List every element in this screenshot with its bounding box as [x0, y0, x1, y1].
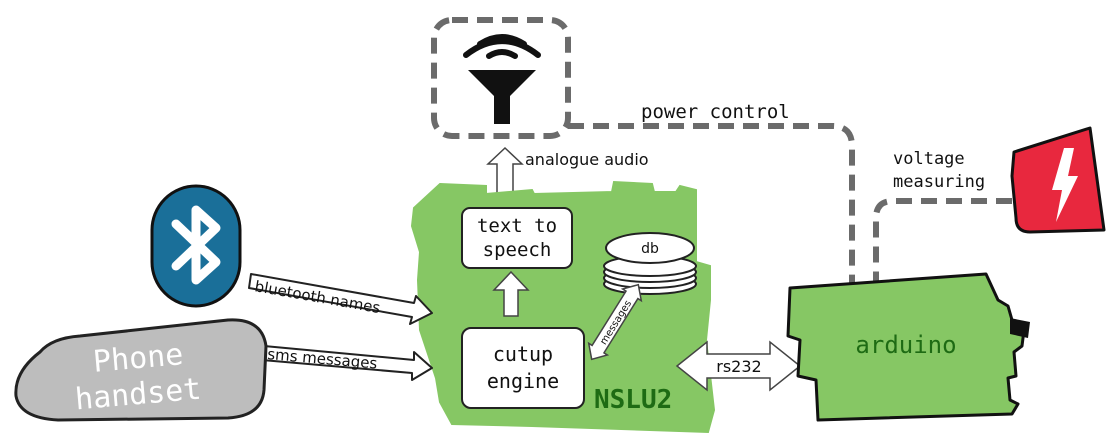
speaker-icon: [463, 34, 541, 124]
arduino-connector: [1010, 318, 1030, 338]
bluetooth-badge: [150, 184, 242, 308]
voltage-measuring-line: [873, 198, 1012, 286]
voltage-measuring-label-line2: measuring: [893, 172, 985, 192]
phone-handset: [14, 318, 268, 422]
phone-handset-label-line1: Phone: [92, 337, 185, 380]
power-source: [1010, 126, 1106, 234]
bluetooth-icon: [171, 205, 221, 285]
lightning-icon: [1052, 148, 1078, 222]
cutup-engine-label-line2: engine: [487, 369, 559, 393]
power-control-label: power control: [641, 101, 790, 123]
sms-messages-arrow: [261, 345, 433, 381]
db-stack: [603, 232, 697, 295]
cutup-engine-label-line1: cutup: [493, 342, 553, 366]
bluetooth-names-label: bluetooth names: [253, 277, 382, 317]
cutup-engine-box: [461, 327, 585, 409]
db-label: db: [641, 241, 659, 257]
arduino-board: [786, 272, 1026, 422]
text-to-speech-label-line1: text to: [477, 215, 557, 237]
speaker-box: [431, 17, 571, 139]
voltage-measuring-label-line1: voltage: [893, 149, 965, 169]
sms-messages-label: sms messages: [267, 345, 379, 373]
nslu2-label: NSLU2: [594, 385, 672, 415]
analogue-audio-label: analogue audio: [525, 150, 649, 169]
bluetooth-names-arrow: [248, 273, 433, 325]
rs232-label: rs232: [716, 357, 761, 376]
text-to-speech-box: [461, 207, 573, 269]
arduino-label: arduino: [855, 331, 956, 359]
text-to-speech-label-line2: speech: [483, 239, 552, 261]
cutup-to-tts-arrow: [492, 270, 530, 317]
power-control-line: [568, 123, 855, 288]
